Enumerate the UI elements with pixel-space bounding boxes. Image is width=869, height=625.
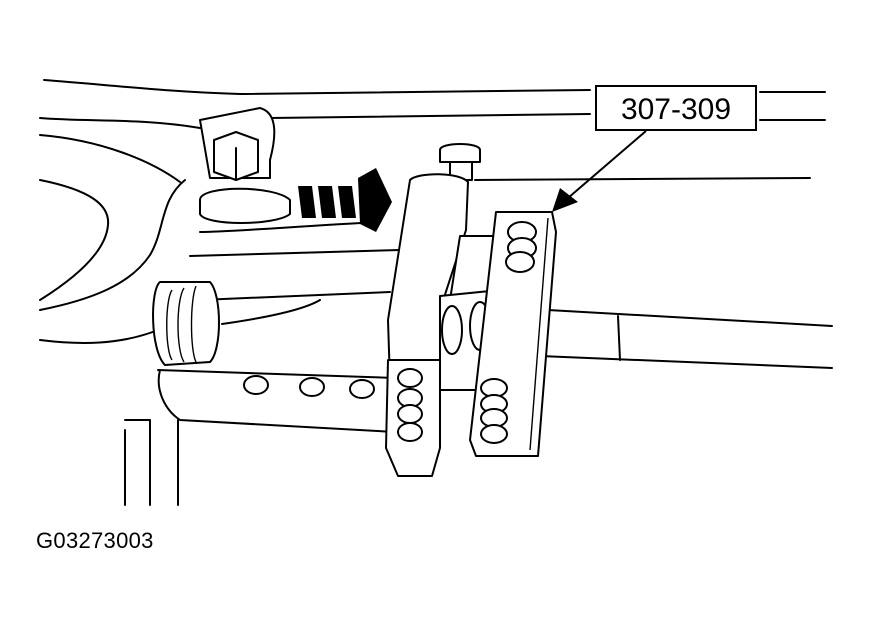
tool-number-label: 307-309 xyxy=(621,93,731,126)
drive-shaft xyxy=(152,221,833,433)
puller-tool xyxy=(385,143,557,477)
tool-callout: 307-309 xyxy=(552,85,757,212)
figure-id: G03273003 xyxy=(36,528,154,553)
leader-arrowhead xyxy=(552,188,578,212)
background-housing xyxy=(39,79,826,506)
direction-arrow xyxy=(298,168,392,232)
hex-bolt xyxy=(199,107,291,224)
